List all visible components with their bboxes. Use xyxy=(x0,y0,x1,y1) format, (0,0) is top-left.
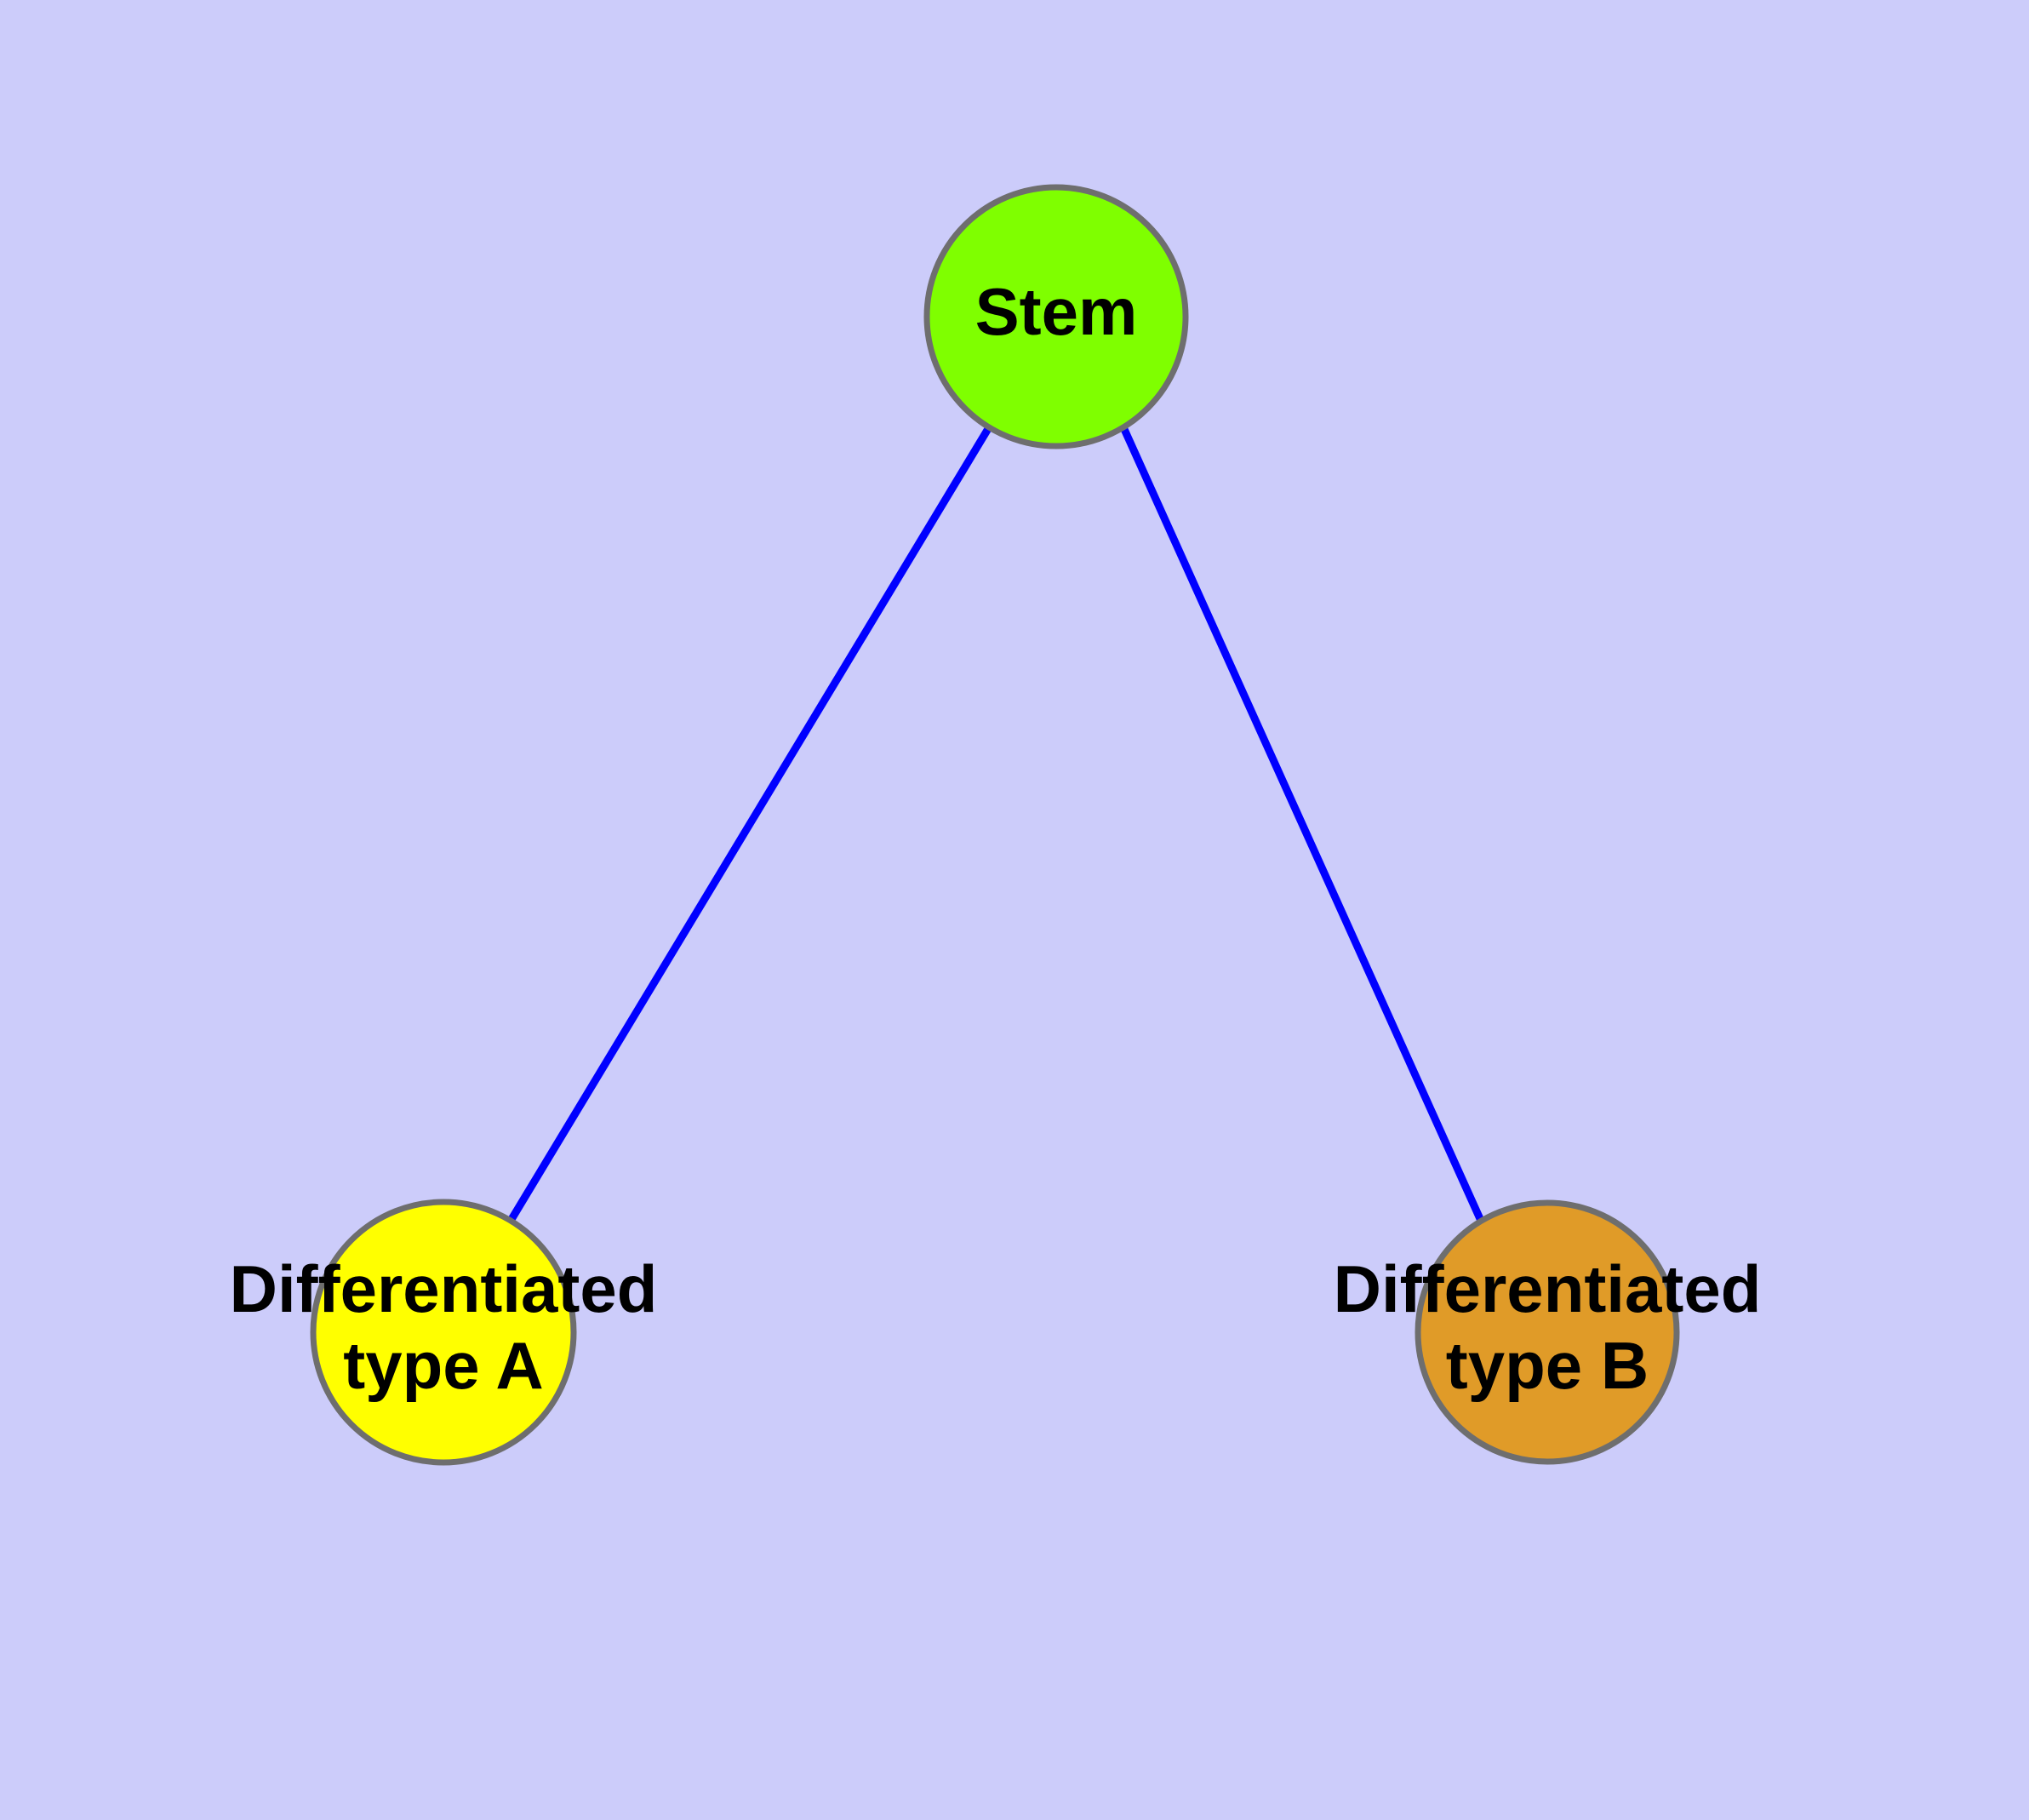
node-label-line: type B xyxy=(1446,1328,1649,1403)
node-label-line: Stem xyxy=(975,274,1138,349)
node-stem[interactable]: Stem xyxy=(923,184,1189,449)
node-stem-circle[interactable] xyxy=(923,184,1189,449)
edges-layer xyxy=(507,425,1485,1223)
node-label-line: Differentiated xyxy=(230,1251,658,1326)
node-differentiated-type-a-circle[interactable] xyxy=(310,1199,577,1466)
node-stem-label: Stem xyxy=(975,274,1138,349)
edge-stem-to-differentiated-type-a[interactable] xyxy=(507,425,992,1223)
edge-stem-to-differentiated-type-b[interactable] xyxy=(1119,426,1485,1222)
node-label-line: Differentiated xyxy=(1334,1251,1762,1326)
node-label-line: type A xyxy=(343,1328,544,1403)
node-differentiated-type-b-circle[interactable] xyxy=(1415,1199,1680,1465)
